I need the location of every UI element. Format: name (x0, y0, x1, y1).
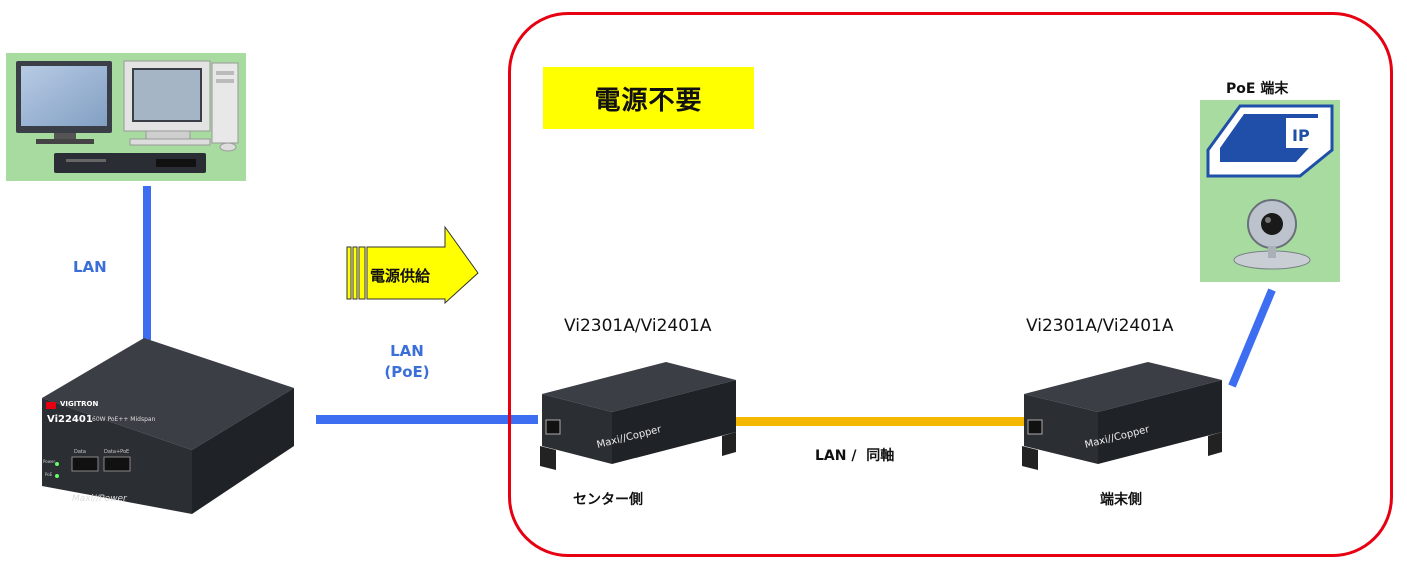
zone-title: 電源不要 (594, 85, 703, 116)
terminal-caption: 端末側 (1100, 492, 1142, 508)
midspan-brand: VIGITRON (60, 400, 99, 408)
midspan-poe-led-label: PoE (45, 472, 53, 477)
terminal-model-label: Vi2301A/Vi2401A (1026, 316, 1174, 336)
poe-lan-label-line2: (PoE) (384, 363, 430, 381)
center-model-label: Vi2301A/Vi2401A (564, 316, 712, 336)
center-caption: センター側 (573, 492, 643, 508)
poe-terminal-label: PoE 端末 (1226, 81, 1289, 97)
poe-terminal-panel: IP (1200, 100, 1340, 282)
midspan-port-data-label: Data (74, 449, 86, 455)
network-devices-panel (6, 53, 246, 181)
extender-link-label: LAN / 同軸 (815, 448, 895, 464)
midspan-power-led-label: Power (43, 459, 56, 464)
pc-lan-label: LAN (73, 258, 107, 276)
poe-lan-label-line1: LAN (390, 342, 424, 360)
midspan-logo: Maxi//Power (72, 494, 127, 504)
ip-phone-icon (1206, 104, 1334, 178)
pc-tower-icon (211, 62, 239, 152)
terminal-lan-line (1228, 288, 1276, 388)
midspan-device: VIGITRON Vi22401 60W PoE++ Midspan Data … (32, 336, 297, 521)
webcam-icon (1233, 199, 1311, 270)
center-extender-device: Maxi//Copper (536, 360, 741, 485)
coax-line (735, 417, 1025, 426)
crt-monitor-icon (123, 60, 211, 146)
poe-lan-label: LAN (PoE) (362, 341, 452, 383)
midspan-model: Vi22401 (47, 414, 93, 425)
monitor-icon (16, 61, 112, 144)
computer-icons (16, 60, 239, 173)
terminal-extender-device: Maxi//Copper (1018, 360, 1228, 485)
zone-title-box: 電源不要 (543, 67, 754, 129)
center-extender-body (540, 362, 736, 470)
poe-terminal-icons (1206, 104, 1334, 270)
arrow-icon (346, 225, 479, 305)
power-supply-arrow: 電源供給 (345, 225, 480, 305)
terminal-extender-body (1022, 362, 1222, 470)
no-power-zone (508, 12, 1393, 557)
midspan-port-poe-label: Data+PoE (104, 449, 130, 455)
ip-phone-text: IP (1292, 126, 1310, 145)
pc-lan-line (143, 186, 151, 340)
recorder-icon (54, 153, 206, 173)
power-supply-label: 電源供給 (370, 267, 431, 285)
midspan-desc: 60W PoE++ Midspan (92, 416, 156, 423)
poe-lan-line (316, 415, 538, 424)
midspan-body (42, 338, 294, 514)
